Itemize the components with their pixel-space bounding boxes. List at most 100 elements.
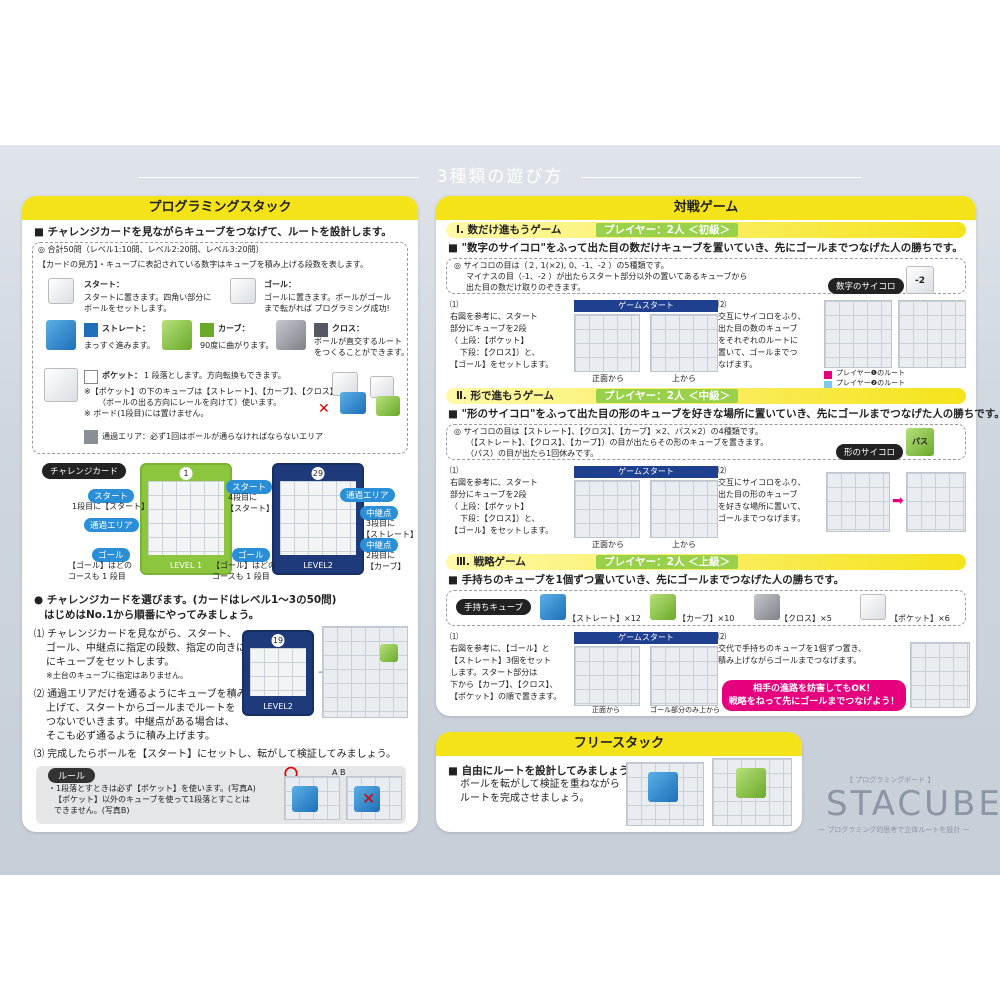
number-dice-icon: -2: [906, 266, 934, 294]
card2-number: 29: [311, 467, 325, 480]
card2-level: LEVEL2: [303, 561, 333, 570]
challenge-card-level1: 1 LEVEL 1: [140, 463, 232, 575]
game2-after-photo: [906, 472, 966, 532]
game2-note-3: （パス）の目が出たら1回休みです。: [466, 449, 599, 458]
pocket-note-3: ※ ボード(1段目)には置けません。: [84, 409, 209, 418]
pocket-label: ポケット：: [102, 371, 142, 380]
game1-intro: ■ "数字のサイコロ"をふって出た目の数だけキューブを置いていき、先にゴールまで…: [448, 242, 963, 254]
card1-goal-desc-2: コースも 1 段目: [68, 572, 126, 581]
card1-goal-desc-1: 【ゴール】はどの: [68, 561, 132, 570]
choose-card-2: はじめはNo.1から順番にやってみましょう。: [44, 609, 260, 621]
goal-cube-image: [230, 278, 256, 304]
step1-line2: ゴール、中継点に指定の段数、指定の向きに: [46, 643, 246, 654]
straight-cube-image: [46, 320, 76, 350]
game1-step2-num: ⑵: [718, 300, 726, 309]
game2-before-photo: [826, 472, 890, 532]
game3-step1-l5: 下から【カーブ】、【クロス】、: [450, 680, 558, 689]
game2-top-label: 上から: [672, 540, 696, 549]
free-stack-header: フリースタック: [436, 732, 802, 756]
card2-goal-desc-2: コースも 1 段目: [212, 572, 270, 581]
cross-cube-image: [276, 320, 306, 350]
game2-step1-l4: （ 上段：【ポケット】: [450, 502, 529, 511]
rule-line-3: できません。(写真B): [54, 806, 130, 815]
game1-front-photo: [574, 314, 640, 372]
game3-front-label: 正面から: [592, 706, 620, 714]
card1-level: LEVEL 1: [169, 561, 203, 570]
pocket-note-2: （ボールの出る方向にレールを向けて）使います。: [98, 398, 282, 407]
game2-sub: プレイヤー：2人 ＜中級＞: [596, 389, 739, 403]
pocket-desc: 1 段落とします。方向転換もできます。: [144, 371, 286, 380]
main-title: 3種類の遊び方: [0, 162, 1000, 187]
card1-start-callout: スタート: [88, 489, 135, 503]
game2-note-2: （【ストレート】、【クロス】、【カーブ】）の目が出たらその形のキューブを置きます…: [466, 438, 769, 447]
programming-stack-panel: プログラミングスタック ■ チャレンジカードを見ながらキューブをつなげて、ルート…: [22, 196, 418, 832]
example-card-grid: [250, 648, 306, 696]
game1-step2-l2: 交互にサイコロをふり、: [718, 312, 806, 321]
hand-pocket: 【ポケット】×6: [890, 614, 950, 623]
game3-step2-l2: 交代で手持ちのキューブを1個ずつ置き、: [718, 644, 867, 653]
step2-line4: そこも必ず通るように積み上げます。: [46, 731, 215, 742]
card2-mid-desc-2: 【ストレート】: [362, 530, 418, 539]
hand-curve: 【カーブ】×10: [678, 614, 735, 623]
game3-step2-num: ⑵: [718, 632, 726, 641]
brand-small: 【 プログラミングボード 】: [846, 776, 935, 784]
straight-swatch: [84, 323, 98, 337]
free-line-2: ボールを転がして検証を重ねながら: [460, 779, 620, 790]
free-line-3: ルートを完成させましょう。: [460, 793, 590, 804]
card1-grid: [148, 481, 224, 555]
game1-top-label: 上から: [672, 374, 696, 383]
player1-swatch: [824, 371, 832, 379]
hand-straight-image: [540, 594, 566, 620]
pocket-note-1: ※【ポケット】の下のキューブは【ストレート】、【カーブ】、【クロス】を: [84, 387, 346, 396]
player2-swatch: [824, 381, 832, 389]
game1-route-diagram: [824, 300, 892, 368]
game2-arrow-icon: ➡: [892, 493, 904, 509]
game1-note-box: [446, 258, 966, 294]
game1-step1-l3: 部分にキューブを2段: [450, 324, 527, 333]
free-line-1: ■ 自由にルートを設計してみましょう！: [448, 765, 640, 777]
game2-front-photo: [574, 480, 640, 538]
game3-step1-l4: します。スタート部分は: [450, 668, 538, 677]
hand-straight: 【ストレート】×12: [568, 614, 641, 623]
free-stack-cube-2: [736, 768, 766, 798]
photo-b-label: B: [340, 768, 346, 777]
game1-step2-l4: をそれぞれのルートに: [718, 336, 798, 345]
game3-intro: ■ 手持ちのキューブを1個ずつ置いていき、先にゴールまでつなげた人の勝ちです。: [448, 574, 845, 586]
game3-hand-box: [446, 590, 966, 626]
game2-step1-l2: 右図を参考に、スタート: [450, 478, 538, 487]
shape-dice-tag: 形のサイコロ: [836, 444, 904, 460]
game1-step2-l3: 出た目の数のキューブ: [718, 324, 798, 333]
cross-desc-1: ボールが直交するルート: [314, 337, 402, 346]
game3-step1-l6: 【ポケット】の順で置きます。: [450, 692, 562, 701]
strategy-tip-box: 相手の進路を妨害してもOK！ 戦略をねって先にゴールまでつなげよう！: [722, 680, 906, 712]
example-card: 19 LEVEL2: [242, 630, 314, 716]
game1-title: Ⅰ. 数だけ進もうゲーム: [456, 224, 562, 236]
player2-legend: プレイヤー❷のルート: [836, 379, 906, 387]
curve-cube-image: [162, 320, 192, 350]
example-card-level: LEVEL2: [263, 702, 293, 711]
game2-top-photo: [650, 480, 718, 538]
card2-start-desc-1: 4段目に: [228, 493, 258, 502]
step3: ⑶ 完成したらボールを【スタート】にセットし、転がして検証してみましょう。: [34, 749, 396, 760]
card1-pass-callout: 通過エリア: [84, 518, 139, 532]
hand-curve-image: [650, 594, 676, 620]
game1-front-label: 正面から: [592, 374, 624, 383]
battle-game-header: 対戦ゲーム: [436, 196, 976, 220]
curve-label: カーブ：: [218, 324, 250, 333]
step1-line3: にキューブをセットします。: [46, 657, 175, 668]
game1-route-photo: [898, 300, 966, 368]
game2-bar: Ⅱ. 形で進もうゲーム プレイヤー：2人 ＜中級＞: [446, 388, 966, 404]
game3-step1-num: ⑴: [450, 632, 458, 641]
straight-label: ストレート：: [102, 324, 150, 333]
card1-start-desc: 1段目に【スタート】: [72, 502, 150, 511]
game2-step1-l3: 部分にキューブを2段: [450, 490, 527, 499]
game3-top-photo: [650, 646, 718, 706]
player1-legend: プレイヤー❶のルート: [836, 369, 906, 377]
game2-step2-num: ⑵: [718, 466, 726, 475]
card2-pass-callout: 通過エリア: [340, 488, 395, 502]
game2-step1-l6: 【ゴール】をセットします。: [450, 526, 554, 535]
game2-step2-l3: 出た目の形のキューブ: [718, 490, 798, 499]
card2-goal-callout: ゴール: [232, 548, 270, 562]
rule-tag: ルール: [48, 768, 96, 783]
photo-b-cube: [354, 786, 380, 812]
